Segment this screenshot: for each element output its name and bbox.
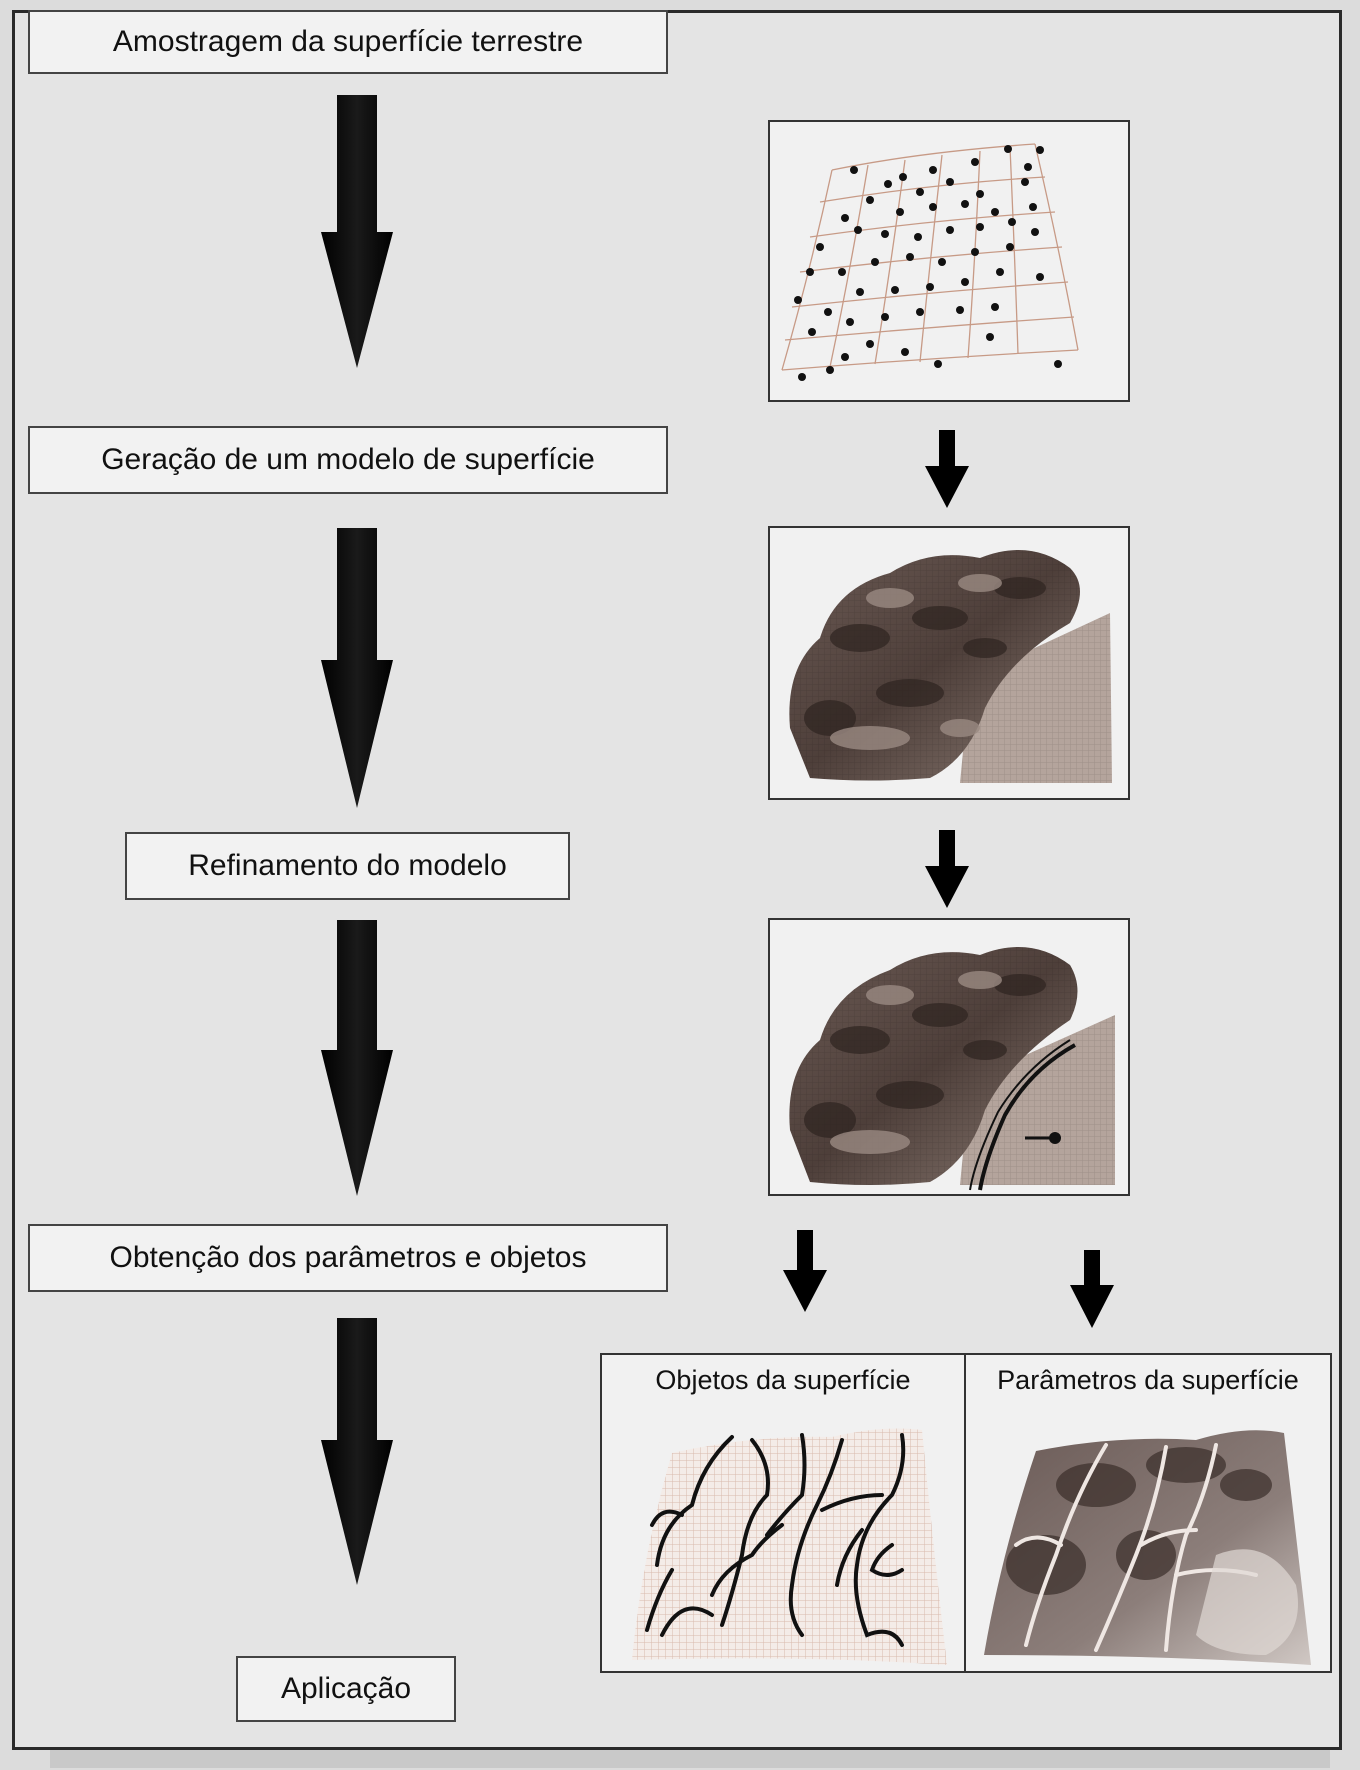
step-model-refinement: Refinamento do modelo [125, 832, 570, 900]
surface-model-illustration [770, 528, 1130, 800]
surface-objects-panel: Objetos da superfície [600, 1353, 966, 1673]
refined-model-panel [768, 918, 1130, 1196]
sample-points-illustration [770, 122, 1130, 402]
flow-arrow-3 [321, 920, 393, 1196]
step-application: Aplicação [236, 1656, 456, 1722]
small-arrow-1 [925, 430, 969, 508]
sample-points-panel [768, 120, 1130, 402]
surface-parameters-panel: Parâmetros da superfície [964, 1353, 1332, 1673]
surface-objects-illustration [602, 1355, 966, 1673]
step-sampling: Amostragem da superfície terrestre [28, 10, 668, 74]
small-arrow-4 [1070, 1250, 1114, 1328]
surface-model-panel [768, 526, 1130, 800]
flow-arrow-1 [321, 95, 393, 368]
refined-model-illustration [770, 920, 1130, 1196]
step-model-generation: Geração de um modelo de superfície [28, 426, 668, 494]
surface-parameters-illustration [966, 1355, 1332, 1673]
spot-marker [1049, 1132, 1061, 1144]
flow-arrow-2 [321, 528, 393, 808]
sampling-grid [782, 144, 1078, 370]
step-extraction: Obtenção dos parâmetros e objetos [28, 1224, 668, 1292]
small-arrow-3 [783, 1230, 827, 1312]
flow-arrow-4 [321, 1318, 393, 1585]
small-arrow-2 [925, 830, 969, 908]
